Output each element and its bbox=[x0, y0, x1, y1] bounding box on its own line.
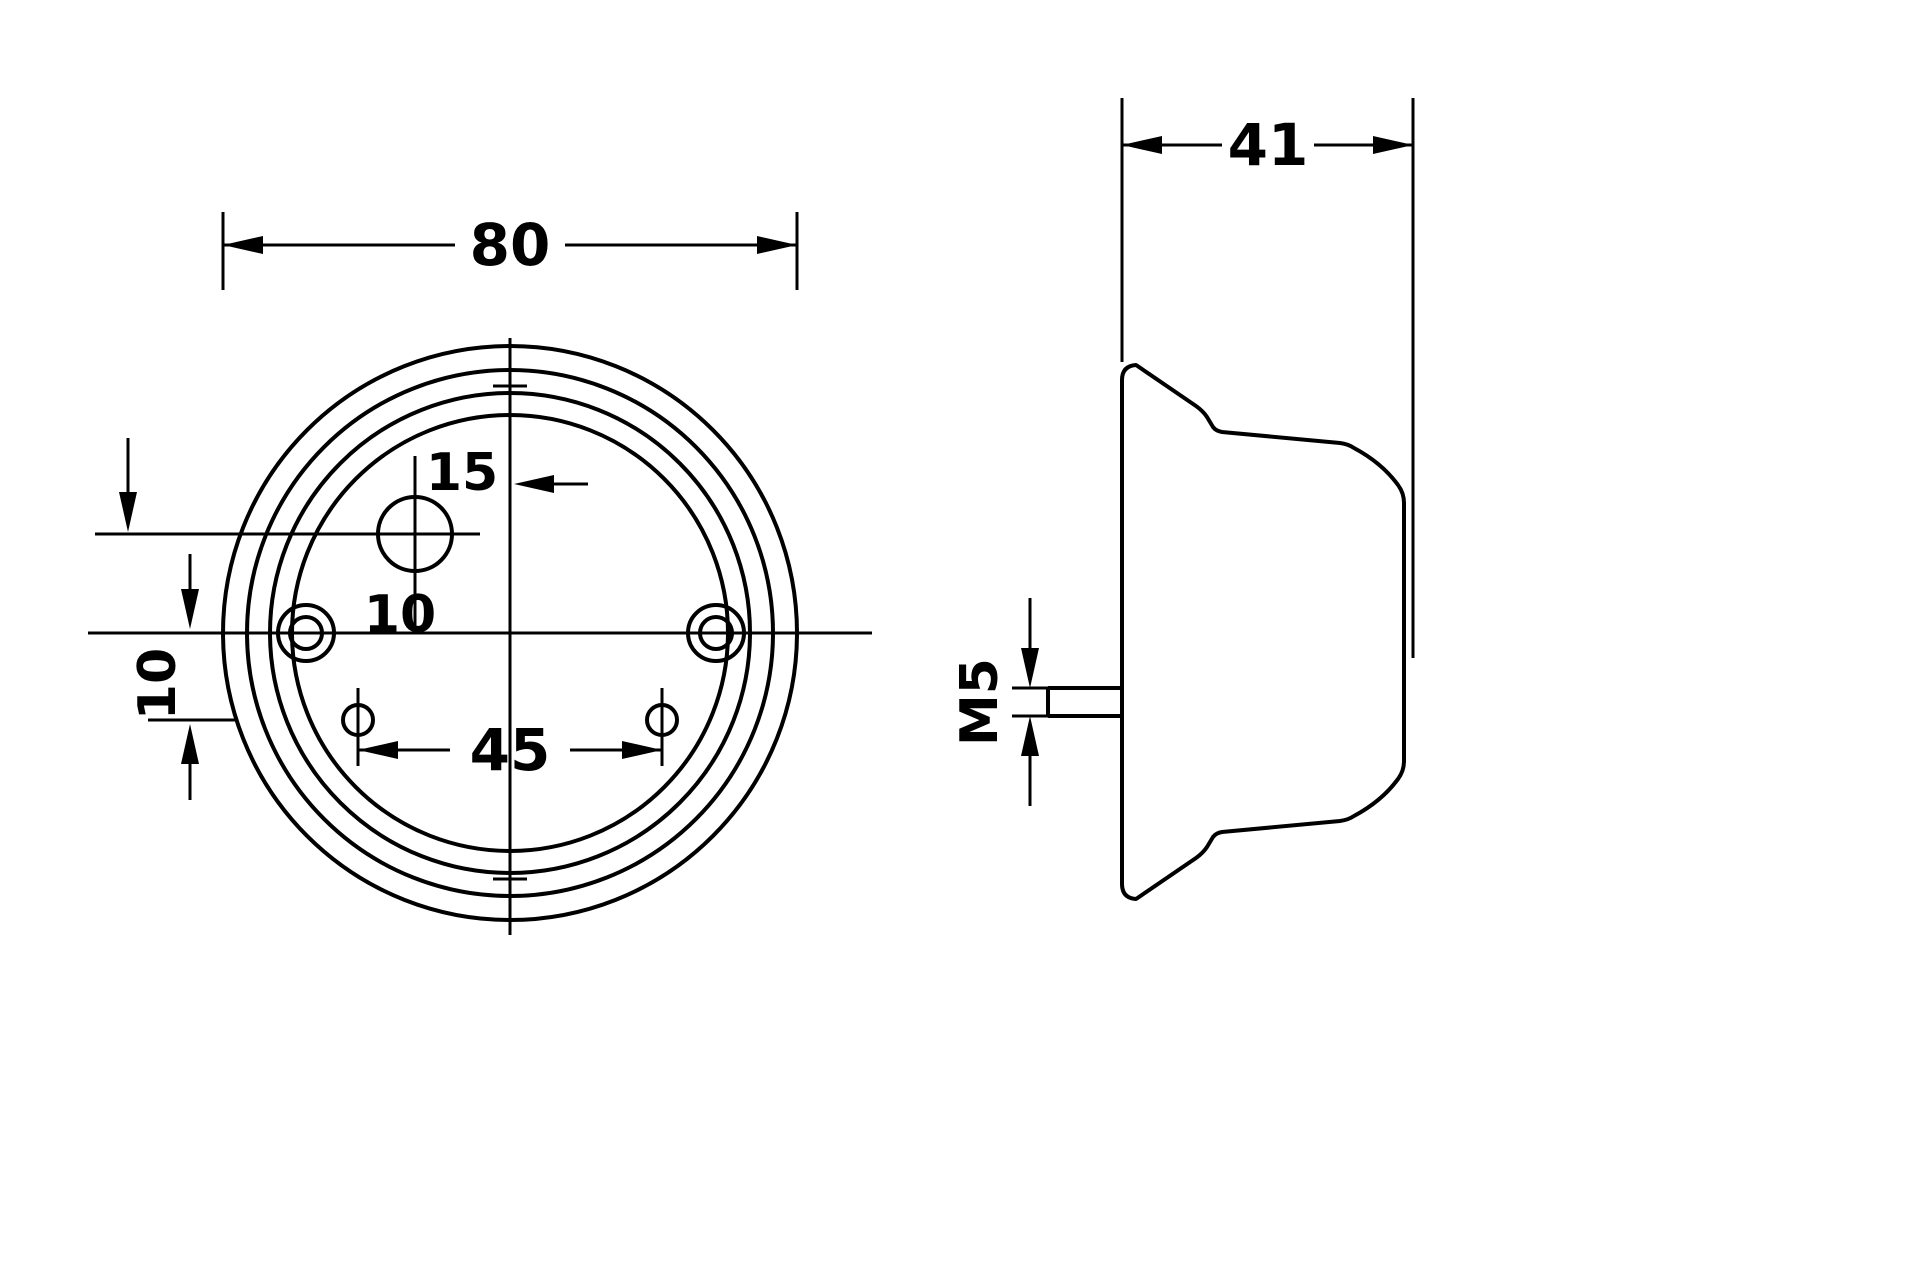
lamp-hole bbox=[95, 456, 480, 628]
dim-lamp-hole-offset: 15 bbox=[426, 443, 588, 503]
arrow-up-icon bbox=[1021, 716, 1039, 756]
dim-label-outer-diameter: 80 bbox=[470, 211, 551, 279]
stud-hole-right bbox=[645, 688, 679, 766]
arrow-left-icon bbox=[358, 741, 398, 759]
arrow-left-icon bbox=[223, 236, 263, 254]
arrow-right-icon bbox=[622, 741, 662, 759]
arrow-up-icon bbox=[181, 724, 199, 764]
dim-label-stud-spacing: 45 bbox=[470, 716, 551, 784]
arrow-down-icon bbox=[1021, 648, 1039, 688]
dim-label-vertical-offset: 10 bbox=[128, 648, 188, 720]
mounting-hole-right-outer bbox=[686, 603, 746, 663]
arrow-right-icon bbox=[1373, 136, 1413, 154]
mounting-hole-left bbox=[276, 603, 336, 663]
side-view: 41 M5 bbox=[950, 98, 1415, 901]
stud-hole-left bbox=[341, 688, 375, 766]
dim-lamp-hole-diameter: 10 bbox=[364, 585, 436, 645]
mounting-hole-left-inner bbox=[288, 615, 324, 651]
arrow-right-icon bbox=[757, 236, 797, 254]
dim-depth: 41 bbox=[1120, 98, 1415, 658]
mounting-hole-left-outer bbox=[276, 603, 336, 663]
leader-arrow-lamp-hole bbox=[119, 438, 137, 532]
arrow-down-icon bbox=[181, 589, 199, 629]
dim-stud-thread: M5 bbox=[950, 598, 1048, 806]
dim-vertical-offset: 10 bbox=[128, 554, 236, 800]
dim-label-lamp-hole-diameter: 10 bbox=[364, 585, 436, 645]
dim-label-lamp-hole-offset: 15 bbox=[426, 443, 498, 503]
front-view: 80 15 10 10 bbox=[88, 211, 872, 935]
mounting-hole-right bbox=[686, 603, 746, 663]
dim-label-depth: 41 bbox=[1228, 111, 1309, 179]
centerlines bbox=[88, 338, 872, 935]
lamp-profile bbox=[1120, 363, 1406, 901]
mounting-hole-right-inner bbox=[698, 615, 734, 651]
mounting-stud bbox=[1046, 686, 1122, 718]
dim-stud-spacing: 45 bbox=[358, 716, 662, 784]
arrow-left-icon bbox=[1122, 136, 1162, 154]
dim-label-stud-thread: M5 bbox=[950, 658, 1010, 746]
arrow-down-icon bbox=[119, 492, 137, 532]
dim-outer-diameter: 80 bbox=[221, 211, 799, 290]
arrow-left-icon bbox=[514, 475, 554, 493]
